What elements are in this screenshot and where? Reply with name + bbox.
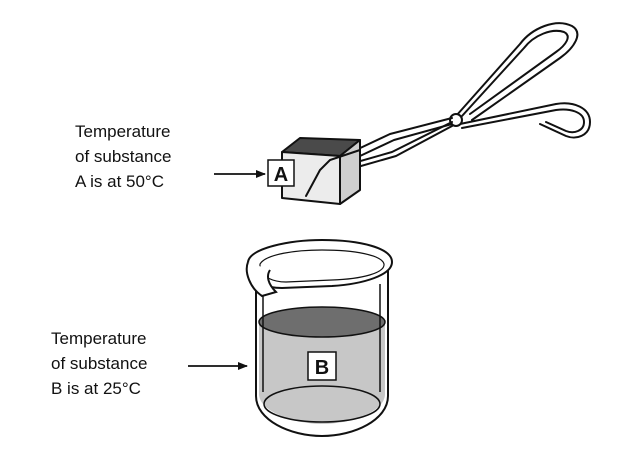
substance-a-label-line-3: A is at 50°C	[75, 172, 164, 191]
substance-b-label-line-3: B is at 25°C	[51, 379, 141, 398]
substance-a-label-line-2: of substance	[75, 147, 171, 166]
substance-b-label-line-1: Temperature	[51, 329, 146, 348]
tongs-upper-handle	[455, 22, 579, 121]
substance-a-label-line-1: Temperature	[75, 122, 170, 141]
tongs-lower-handle	[459, 102, 591, 139]
liquid-surface	[258, 306, 386, 338]
substance-a-label: Temperature of substance A is at 50°C	[75, 122, 171, 191]
substance-a-letter: A	[274, 164, 288, 186]
substance-b-label: Temperature of substance B is at 25°C	[51, 329, 147, 398]
substance-a-tag: A	[267, 159, 295, 187]
substance-b-label-line-2: of substance	[51, 354, 147, 373]
substance-b-tag: B	[307, 351, 337, 381]
tongs-pivot	[449, 113, 463, 127]
beaker-spout	[245, 261, 278, 298]
substance-b-beaker	[245, 238, 394, 438]
substance-b-letter: B	[315, 357, 329, 379]
